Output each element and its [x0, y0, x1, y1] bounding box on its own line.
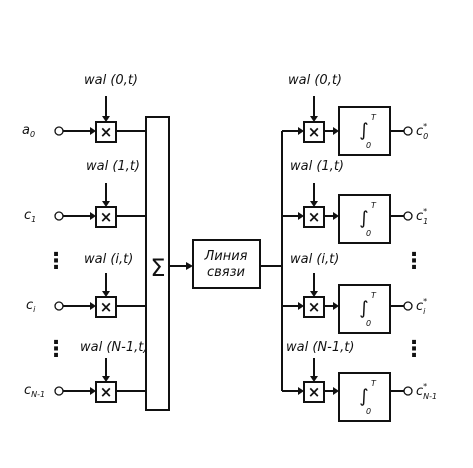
tx-channel-1: c1 × wal (1,t): [24, 159, 146, 228]
integral-upper-limit: T: [371, 113, 377, 122]
ellipsis-tx-1: ⋮: [45, 249, 67, 274]
integral-upper-limit: T: [371, 291, 377, 300]
arrow-head: [310, 291, 318, 297]
output-label-i: c*i: [416, 297, 427, 316]
arrow-head: [102, 376, 110, 382]
rx-channel-1: × wal (1,t) ∫ T 0 c*1: [282, 159, 428, 244]
multiply-icon: ×: [308, 208, 321, 226]
integral-lower-limit: 0: [366, 141, 371, 150]
walsh-label-tx-i: wal (i,t): [84, 252, 133, 267]
arrow-head: [102, 116, 110, 122]
multiply-icon: ×: [100, 298, 113, 316]
integrator-1: [338, 194, 391, 244]
arrow-head: [102, 201, 110, 207]
integral-icon: ∫: [359, 208, 368, 229]
integral-upper-limit: T: [371, 379, 377, 388]
output-label-1: c*1: [416, 207, 428, 226]
multiply-icon: ×: [308, 298, 321, 316]
arrow-head: [298, 387, 304, 395]
integral-icon: ∫: [359, 386, 368, 407]
rx-channel-i: × wal (i,t) ∫ T 0 c*i: [282, 252, 427, 334]
ellipsis-tx-2: ⋮: [45, 337, 67, 362]
integrator-n-1: [338, 372, 391, 422]
integral-lower-limit: 0: [366, 229, 371, 238]
communication-line-block: [192, 239, 261, 289]
input-label-1: c1: [24, 208, 36, 224]
input-label-i: ci: [26, 298, 36, 314]
arrow-head: [310, 116, 318, 122]
arrow-head: [298, 302, 304, 310]
sigma-icon: Σ: [150, 254, 165, 282]
walsh-label-rx-i: wal (i,t): [290, 252, 339, 267]
output-terminal-1: [403, 211, 413, 221]
line-label-2: связи: [207, 265, 245, 280]
arrow-head: [333, 127, 339, 135]
tx-channel-i: ci × wal (i,t): [26, 252, 146, 318]
walsh-label-tx-n-1: wal (N-1,t): [80, 340, 148, 355]
walsh-label-tx-1: wal (1,t): [86, 159, 140, 174]
input-label-0: a0: [22, 123, 35, 139]
multiply-icon: ×: [100, 208, 113, 226]
walsh-label-rx-0: wal (0,t): [288, 73, 342, 88]
integrator-i: [338, 284, 391, 334]
arrow-head: [333, 212, 339, 220]
integral-lower-limit: 0: [366, 407, 371, 416]
integral-icon: ∫: [359, 120, 368, 141]
multiply-icon: ×: [308, 383, 321, 401]
walsh-label-tx-0: wal (0,t): [84, 73, 138, 88]
summer-block: [145, 116, 170, 411]
output-label-n-1: c*N-1: [416, 382, 437, 401]
walsh-label-rx-1: wal (1,t): [290, 159, 344, 174]
arrow-head: [310, 376, 318, 382]
output-terminal-0: [403, 126, 413, 136]
input-terminal-1: [54, 211, 64, 221]
multiply-icon: ×: [100, 383, 113, 401]
arrow-head: [102, 291, 110, 297]
arrow-head: [333, 302, 339, 310]
output-terminal-n-1: [403, 386, 413, 396]
walsh-label-rx-n-1: wal (N-1,t): [286, 340, 354, 355]
integral-icon: ∫: [359, 298, 368, 319]
tx-channel-0: a0 × wal (0,t): [22, 73, 146, 143]
arrow-head: [333, 387, 339, 395]
input-label-n-1: cN-1: [24, 383, 45, 399]
integral-upper-limit: T: [371, 201, 377, 210]
arrow-head: [90, 127, 96, 135]
integral-lower-limit: 0: [366, 319, 371, 328]
rx-channel-n-1: × wal (N-1,t) ∫ T 0 c*N-1: [282, 340, 437, 422]
output-terminal-i: [403, 301, 413, 311]
arrow-head: [310, 201, 318, 207]
rx-channel-0: × wal (0,t) ∫ T 0 c*0: [282, 73, 428, 156]
output-label-0: c*0: [416, 122, 428, 141]
arrow-head: [90, 387, 96, 395]
arrow-head: [90, 302, 96, 310]
arrow-head: [298, 212, 304, 220]
input-terminal-n-1: [54, 386, 64, 396]
arrow-head: [186, 262, 193, 270]
multiply-icon: ×: [100, 123, 113, 141]
input-terminal-i: [54, 301, 64, 311]
multiply-icon: ×: [308, 123, 321, 141]
ellipsis-rx-1: ⋮: [403, 249, 425, 274]
ellipsis-rx-2: ⋮: [403, 337, 425, 362]
tx-channel-n-1: cN-1 × wal (N-1,t): [24, 340, 148, 403]
input-terminal-0: [54, 126, 64, 136]
line-label-1: Линия: [204, 249, 248, 264]
arrow-head: [90, 212, 96, 220]
arrow-head: [298, 127, 304, 135]
